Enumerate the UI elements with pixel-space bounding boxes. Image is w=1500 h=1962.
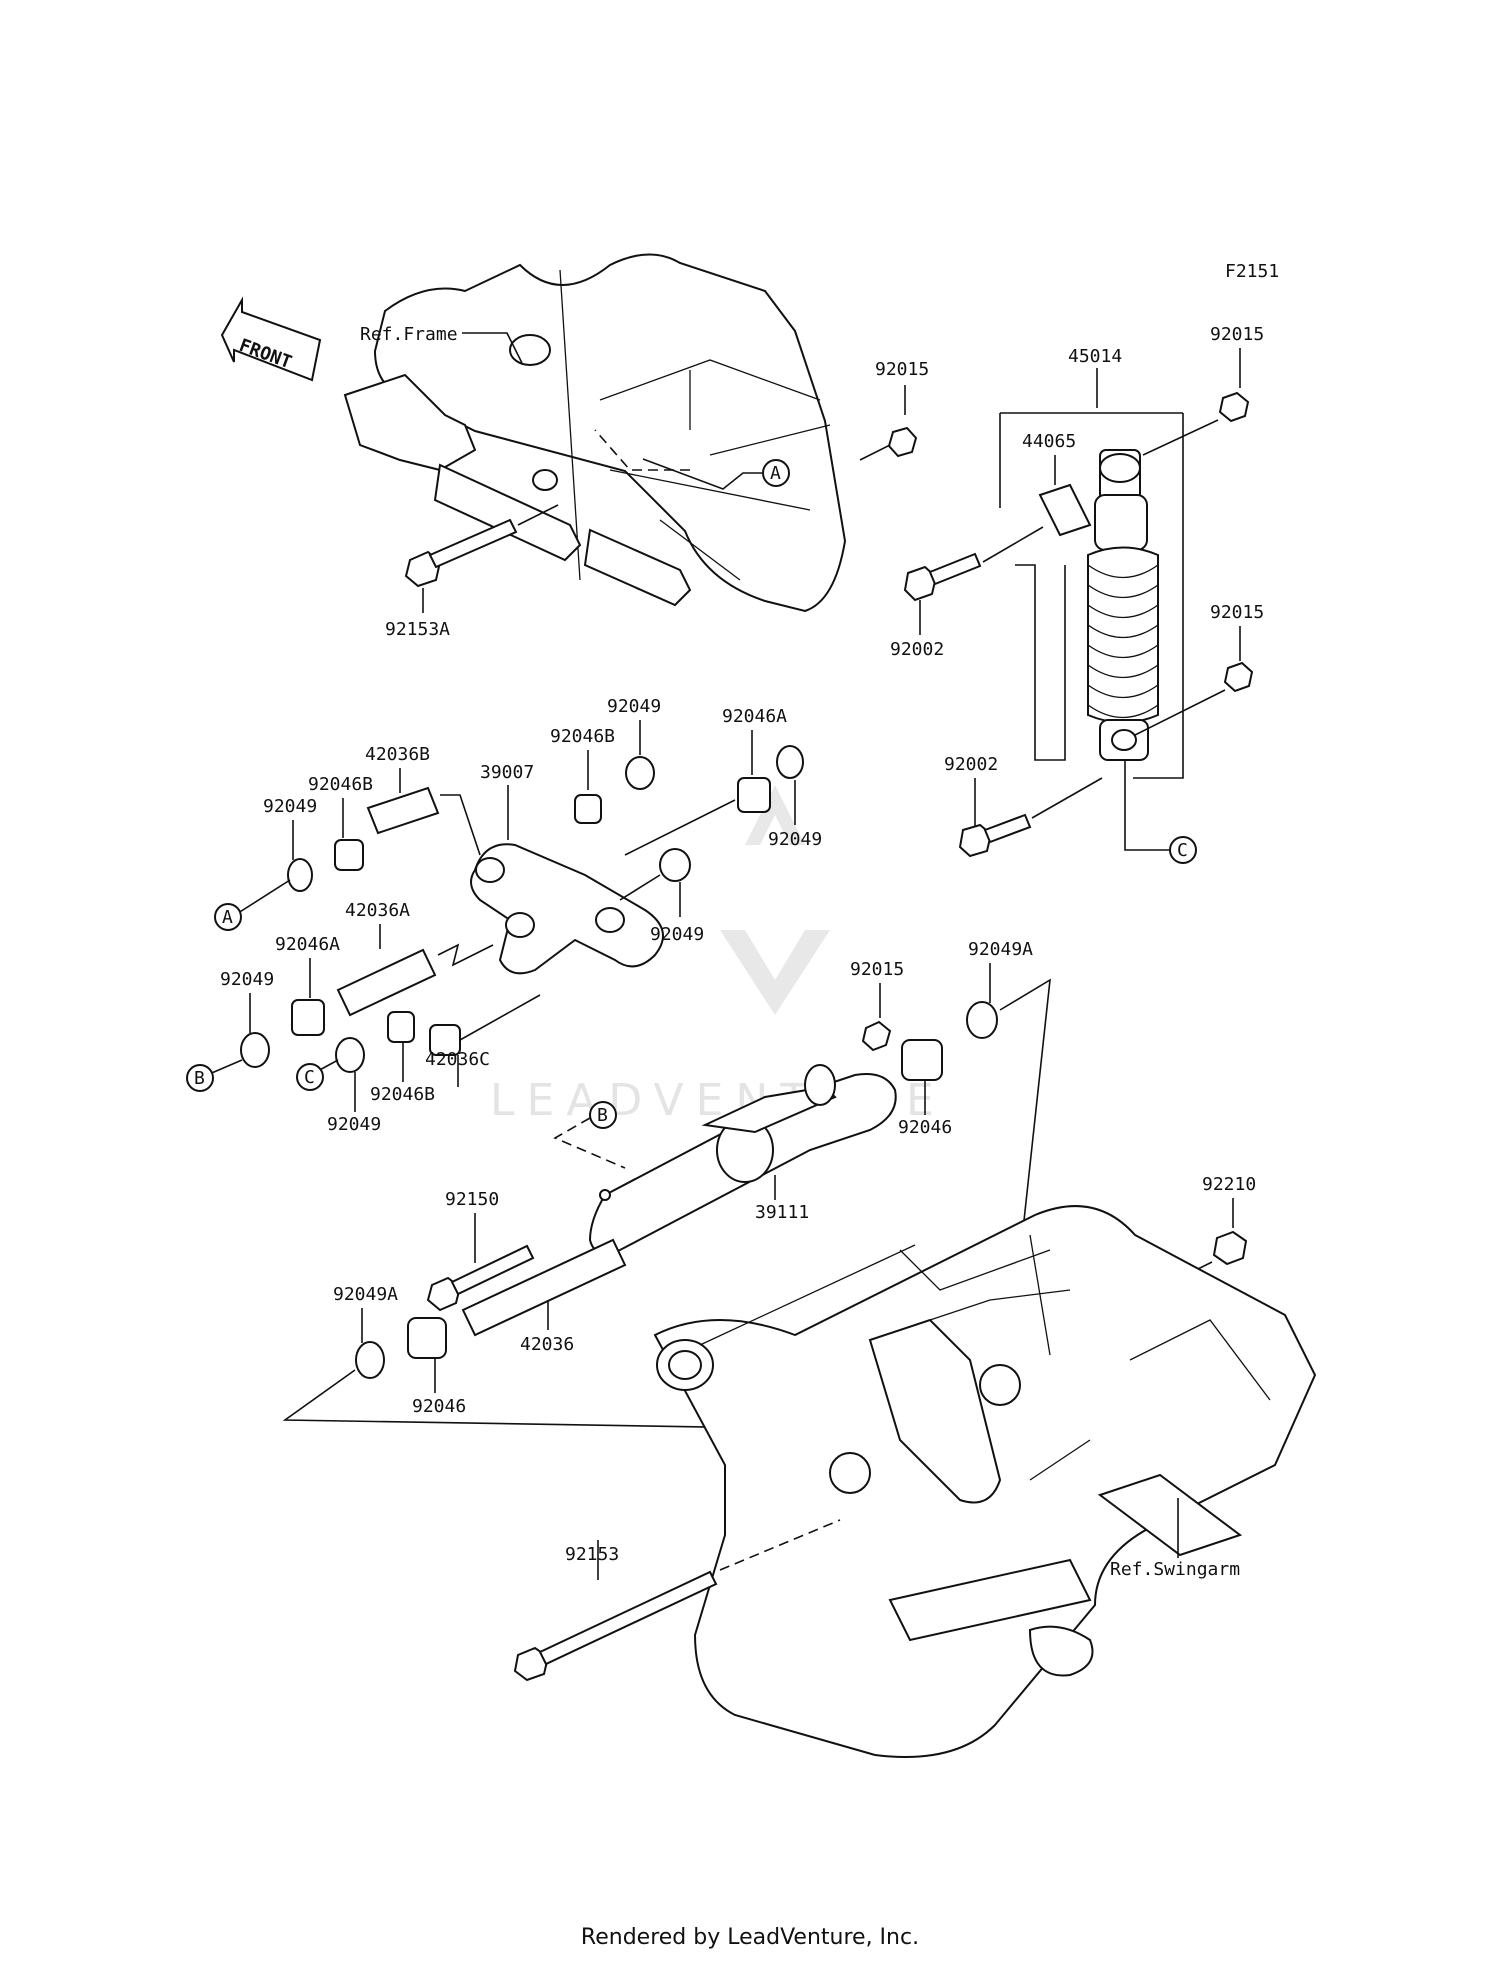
bolt-92153-icon [513,1570,718,1682]
bolt-92002-top-icon [903,552,982,602]
part-92049-d-label: 92049 [650,924,704,945]
bolt-92002-bot-icon [958,813,1032,858]
part-92153A-label: 92153A [385,619,450,640]
part-92046B-a-label: 92046B [308,774,373,795]
bearing-92046-a-icon [901,1039,943,1081]
bearing-92046B-c-icon [387,1011,415,1043]
washer-92049-f-icon [335,1037,365,1073]
bearing-92046B-b-icon [574,794,602,824]
part-92015-shock-bot-label: 92015 [1210,602,1264,623]
nut-92015-shock-top-icon [1218,391,1250,423]
sleeve-42036A-icon [336,948,437,1017]
part-39111-label: 39111 [755,1202,809,1223]
nut-92015-mid-icon [861,1020,892,1052]
part-92049-b-label: 92049 [607,696,661,717]
washer-92049-b-icon [625,756,655,790]
part-44065-label: 44065 [1022,431,1076,452]
callout-b-rod [589,1101,617,1129]
part-92153-label: 92153 [565,1544,619,1565]
washer-92049-c-icon [776,745,804,779]
part-92210-label: 92210 [1202,1174,1256,1195]
washer-92049-a-icon [287,858,313,892]
ref-frame-label: Ref.Frame [360,324,458,345]
part-92046B-c-label: 92046B [370,1084,435,1105]
part-92046-a-label: 92046 [898,1117,952,1138]
part-92049-c-label: 92049 [768,829,822,850]
part-92049-e-label: 92049 [220,969,274,990]
callout-c-link-text: C [304,1067,315,1088]
ref-swingarm-label: Ref.Swingarm [1110,1559,1240,1580]
callout-b-rod-text: B [597,1105,608,1126]
part-39007-label: 39007 [480,762,534,783]
callout-b-link-text: B [194,1068,205,1089]
part-92049A-a-label: 92049A [968,939,1033,960]
callout-a-frame-text: A [770,463,781,484]
sleeve-42036-icon [461,1238,627,1337]
part-42036A-label: 42036A [345,900,410,921]
part-92046A-a-label: 92046A [722,706,787,727]
bolt-92153A-icon [404,518,518,588]
nut-92210-icon [1212,1230,1248,1266]
washer-92049-e-icon [240,1032,270,1068]
part-45014-label: 45014 [1068,346,1122,367]
tie-rod-39111-icon [588,1064,897,1255]
callout-c-link [296,1063,324,1091]
part-42036C-label: 42036C [425,1049,490,1070]
part-92015-shock-top-label: 92015 [1210,324,1264,345]
rocker-arm-39007-icon [470,843,664,975]
callout-c-shock-text: C [1177,840,1188,861]
washer-92049-d-icon [659,848,691,882]
ring-92049A-b-icon [355,1341,385,1379]
sleeve-42036B-icon [366,786,440,835]
nut-92015-top-icon [887,426,918,458]
frame-illustration [343,253,847,613]
part-42036B-label: 42036B [365,744,430,765]
diagram-id: F2151 [1225,261,1279,282]
part-42036-label: 42036 [520,1334,574,1355]
bearing-92046A-a-icon [737,777,771,813]
part-92049-f-label: 92049 [327,1114,381,1135]
collar-44065-icon [1038,483,1092,537]
bolt-92150-icon [426,1244,535,1312]
part-92046B-b-label: 92046B [550,726,615,747]
part-92002-top-label: 92002 [890,639,944,660]
part-92046A-b-label: 92046A [275,934,340,955]
bearing-92046A-b-icon [291,999,325,1036]
bearing-92046B-a-icon [334,839,364,871]
shock-absorber-45014-icon [1087,449,1159,761]
part-92049-a-label: 92049 [263,796,317,817]
front-arrow-icon: FRONT [220,296,322,382]
bearing-92046-b-icon [407,1317,447,1359]
footer-credit: Rendered by LeadVenture, Inc. [580,1925,920,1950]
nut-92015-shock-bot-icon [1223,661,1254,693]
callout-b-link [186,1064,214,1092]
part-92002-bot-label: 92002 [944,754,998,775]
part-92015-top-label: 92015 [875,359,929,380]
ring-92049A-a-icon [966,1001,998,1039]
callout-c-shock [1169,836,1197,864]
callout-a-link-text: A [222,907,233,928]
part-92049A-b-label: 92049A [333,1284,398,1305]
part-92150-label: 92150 [445,1189,499,1210]
callout-a-link [214,903,242,931]
part-92015-mid-label: 92015 [850,959,904,980]
part-92046-b-label: 92046 [412,1396,466,1417]
swingarm-illustration [653,1205,1317,1758]
